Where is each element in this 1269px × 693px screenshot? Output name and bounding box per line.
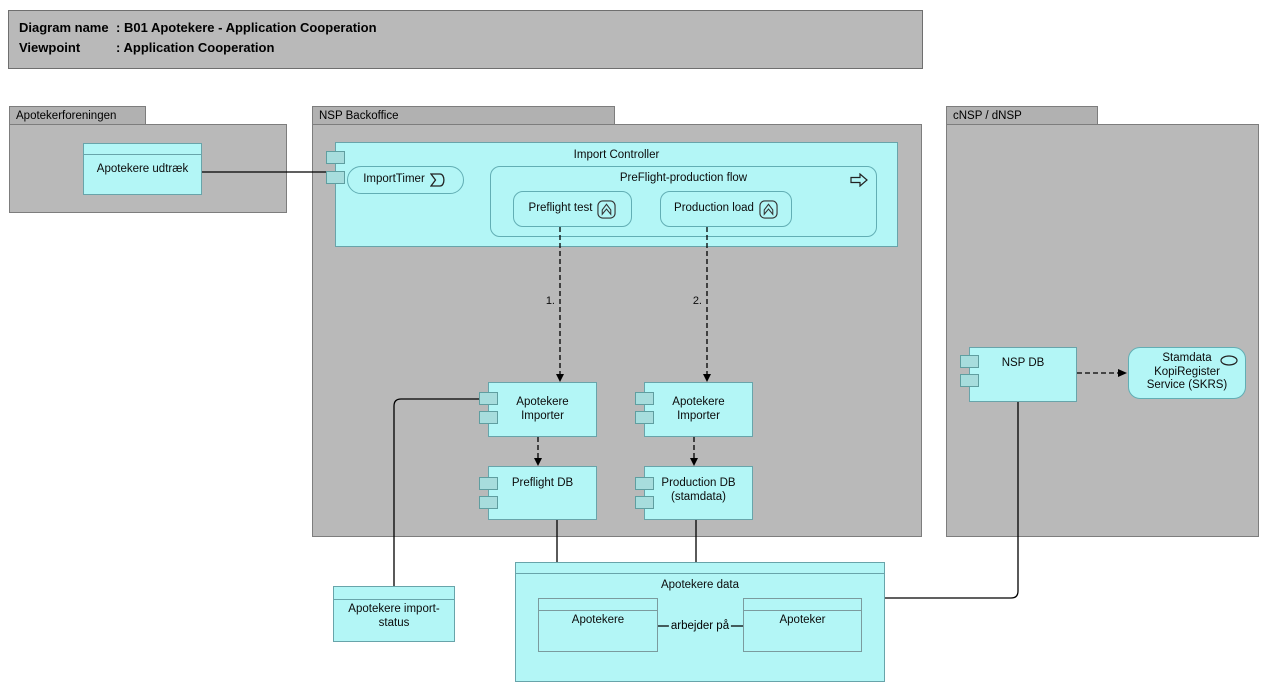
apotekere-import-status-band (334, 587, 454, 600)
import-timer-label: ImportTimer (363, 173, 425, 186)
apotekere-importer-1-port-2[interactable] (479, 411, 498, 424)
node-production-load[interactable]: Production load (660, 191, 792, 227)
node-apotekere-udtraek[interactable]: Apotekere udtræk (83, 143, 202, 195)
apotekere-import-status-label: Apotekere import-status (348, 603, 440, 629)
apotekere-importer-1-port-1[interactable] (479, 392, 498, 405)
apotekere-importer-2-port-2[interactable] (635, 411, 654, 424)
node-apotekere-importer-2[interactable]: Apotekere Importer (644, 382, 753, 437)
node-apotekere-object[interactable]: Apotekere (538, 598, 658, 652)
diagram-name-value: B01 Apotekere - Application Cooperation (123, 20, 377, 35)
production-db-label: Production DB (stamdata) (661, 477, 736, 503)
node-apotekere-importer-1[interactable]: Apotekere Importer (488, 382, 597, 437)
skrs-service-label: Stamdata KopiRegister Service (SKRS) (1146, 352, 1228, 391)
node-import-timer[interactable]: ImportTimer (347, 166, 464, 194)
apotekere-object-label: Apotekere (571, 614, 625, 626)
production-db-port-2[interactable] (635, 496, 654, 509)
diagram-title-box: Diagram name: B01 Apotekere - Applicatio… (8, 10, 923, 69)
preflight-production-flow-label: PreFlight-production flow (619, 172, 748, 184)
import-controller-port-2[interactable] (326, 171, 345, 184)
diagram-name-sep: : (116, 20, 121, 35)
preflight-test-label: Preflight test (528, 202, 593, 215)
viewpoint-label: Viewpoint (19, 40, 81, 55)
flow-2-order-label: 2. (692, 295, 702, 307)
import-controller-port-1[interactable] (326, 151, 345, 164)
service-icon (1220, 355, 1238, 366)
node-production-db[interactable]: Production DB (stamdata) (644, 466, 753, 520)
preflight-db-port-1[interactable] (479, 477, 498, 490)
arbejder-paa-label: arbejder på (668, 620, 732, 632)
node-skrs-service[interactable]: Stamdata KopiRegister Service (SKRS) (1128, 347, 1246, 399)
group-label-nsp-backoffice: NSP Backoffice (319, 110, 399, 122)
flow-1-order-label: 1. (545, 295, 555, 307)
group-label-apotekerforeningen: Apotekerforeningen (16, 110, 117, 122)
viewpoint-value: Application Cooperation (123, 40, 275, 55)
apotekere-udtraek-band (84, 144, 201, 155)
function-icon (759, 199, 778, 219)
apotekere-udtraek-label: Apotekere udtræk (96, 163, 189, 175)
preflight-db-port-2[interactable] (479, 496, 498, 509)
production-db-port-1[interactable] (635, 477, 654, 490)
diagram-name-label: Diagram name (19, 20, 109, 35)
diagram-name-row: Diagram name: B01 Apotekere - Applicatio… (19, 18, 922, 38)
node-nsp-db[interactable]: NSP DB (969, 347, 1077, 402)
function-icon (597, 199, 617, 219)
apotekere-data-band (516, 563, 884, 574)
viewpoint-row: Viewpoint: Application Cooperation (19, 38, 922, 58)
apotekere-importer-2-port-1[interactable] (635, 392, 654, 405)
apotekere-object-band (539, 599, 657, 611)
node-apoteker-object[interactable]: Apoteker (743, 598, 862, 652)
group-tab-nsp-backoffice[interactable]: NSP Backoffice (312, 106, 615, 125)
node-apotekere-import-status[interactable]: Apotekere import-status (333, 586, 455, 642)
apotekere-importer-2-label: Apotekere Importer (672, 396, 725, 422)
apotekere-importer-1-label: Apotekere Importer (516, 396, 569, 422)
group-tab-cnsp-dnsp[interactable]: cNSP / dNSP (946, 106, 1098, 125)
group-body-cnsp-dnsp[interactable] (946, 124, 1259, 537)
event-icon (429, 173, 448, 187)
node-preflight-test[interactable]: Preflight test (513, 191, 632, 227)
nsp-db-label: NSP DB (1001, 357, 1045, 369)
preflight-db-label: Preflight DB (511, 477, 574, 489)
nsp-db-port-2[interactable] (960, 374, 979, 387)
apoteker-object-label: Apoteker (779, 614, 826, 626)
production-load-label: Production load (674, 202, 754, 215)
import-controller-label: Import Controller (573, 149, 660, 161)
nsp-db-port-1[interactable] (960, 355, 979, 368)
apotekere-data-label: Apotekere data (660, 579, 739, 591)
group-label-cnsp-dnsp: cNSP / dNSP (953, 110, 1022, 122)
process-arrow-icon (850, 172, 868, 188)
node-preflight-db[interactable]: Preflight DB (488, 466, 597, 520)
apoteker-object-band (744, 599, 861, 611)
group-tab-apotekerforeningen[interactable]: Apotekerforeningen (9, 106, 146, 125)
viewpoint-sep: : (116, 40, 121, 55)
